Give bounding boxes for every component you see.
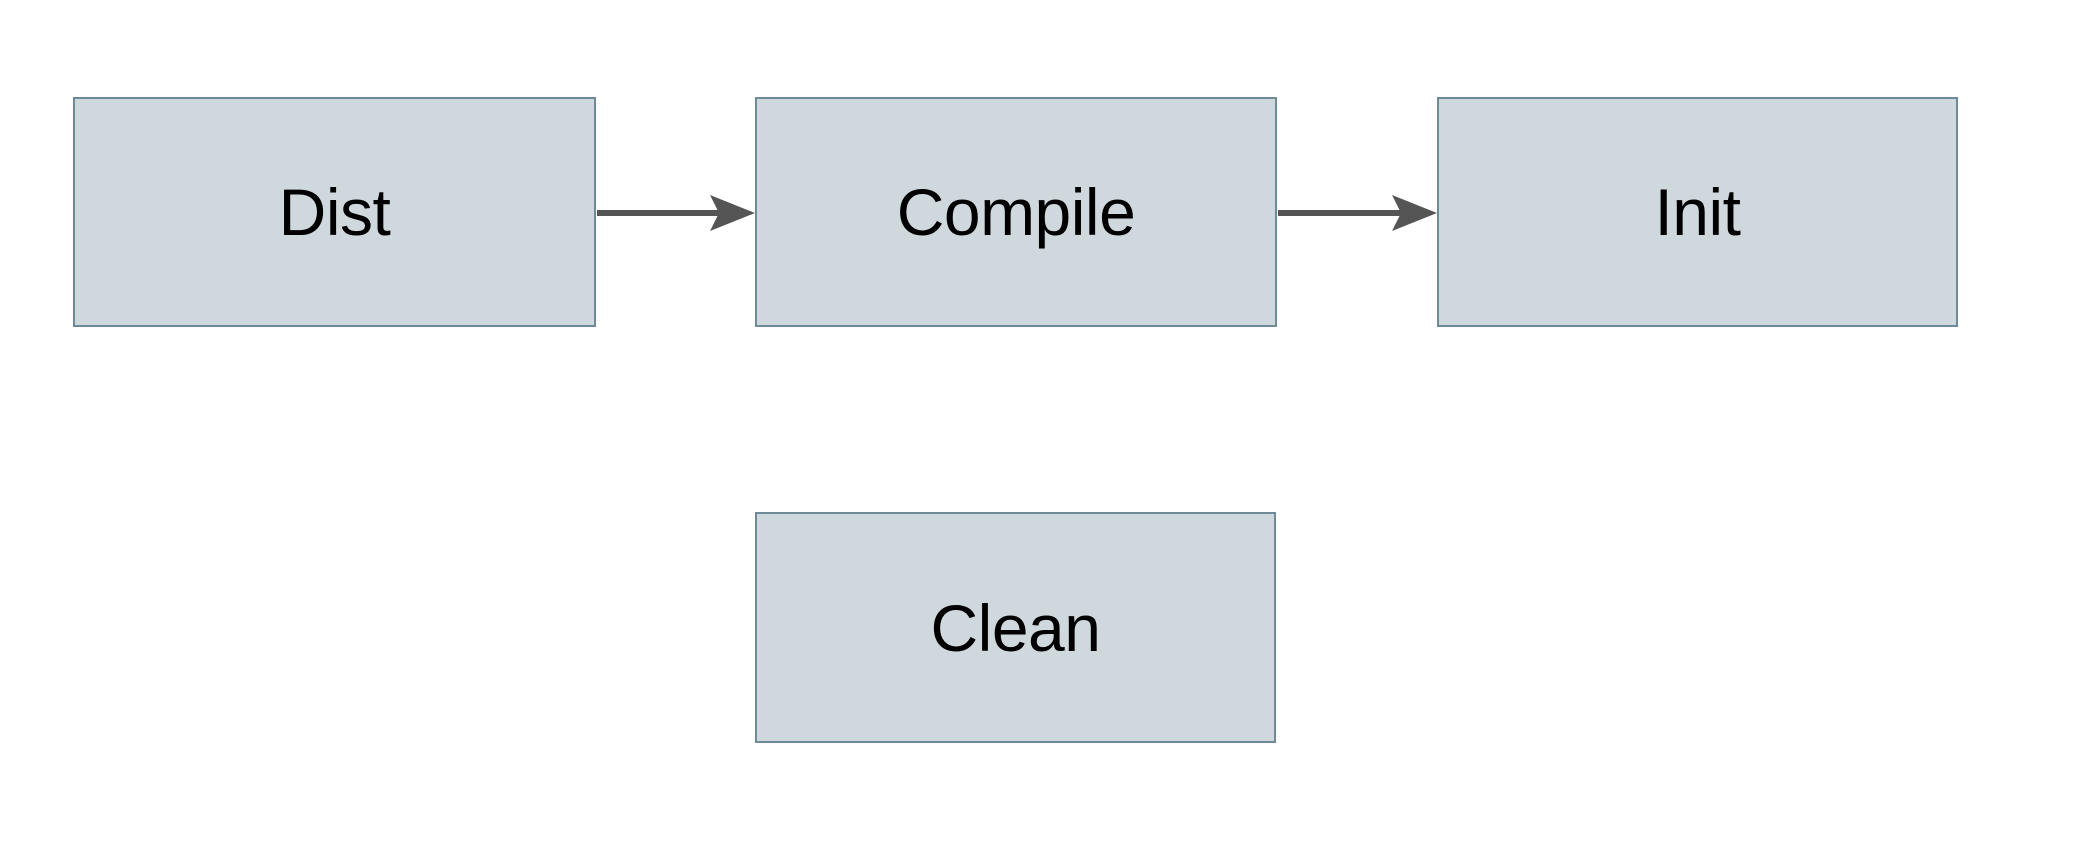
node-compile-label: Compile [896,175,1136,249]
edge-dist-to-compile[interactable] [597,195,755,231]
node-dist[interactable]: Dist [73,97,596,327]
node-clean[interactable]: Clean [755,512,1276,743]
node-compile[interactable]: Compile [755,97,1277,327]
node-dist-label: Dist [278,175,391,249]
node-clean-label: Clean [930,590,1101,665]
edge-compile-to-init[interactable] [1278,195,1437,231]
node-init[interactable]: Init [1437,97,1958,327]
node-init-label: Init [1654,175,1741,249]
